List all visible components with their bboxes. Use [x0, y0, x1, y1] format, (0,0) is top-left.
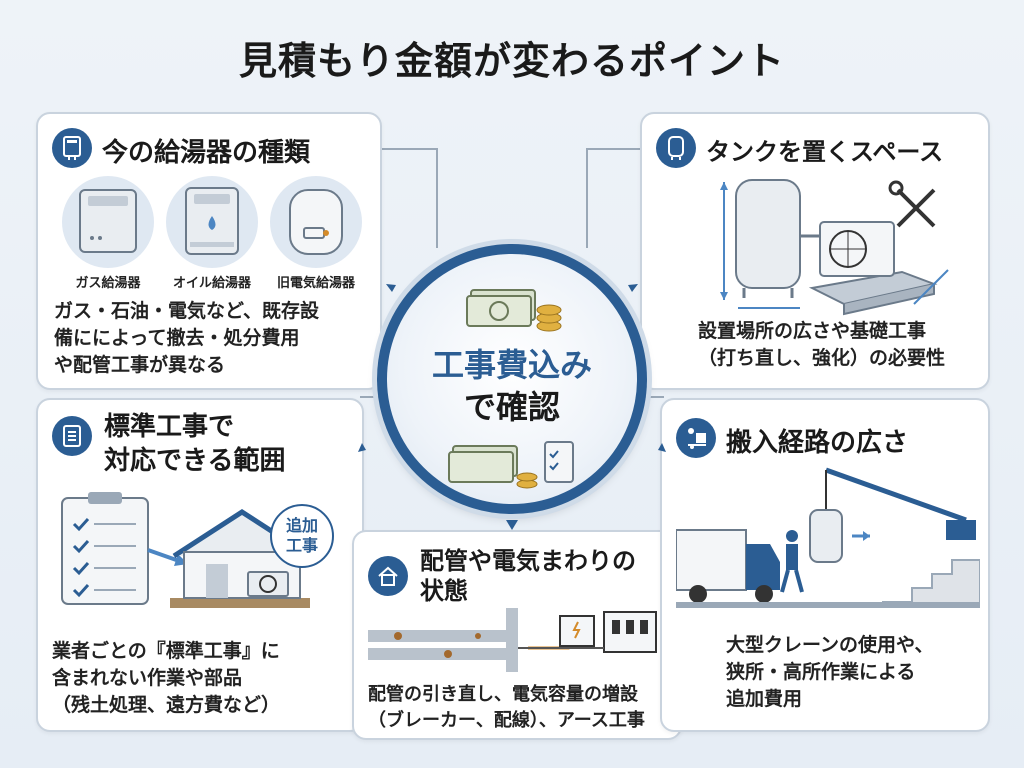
- connector-top-left-v: [436, 148, 438, 248]
- water-heater-icon: [63, 136, 81, 160]
- connector-mid-left: [360, 396, 380, 398]
- heater-label-gas: ガス給湯器: [75, 276, 141, 291]
- coin-stack-icon: [536, 304, 562, 332]
- center-line1: 工事費込み: [431, 346, 592, 384]
- panel-delivery-route: 搬入経路の広さ 大型クレーンの使用や、 狭所・高所作業による 追加費用: [660, 398, 990, 732]
- checklist-icon: [63, 425, 81, 447]
- connector-top-left: [380, 148, 438, 150]
- piping-heading: 配管や電気まわりの 状態: [420, 547, 636, 605]
- tank-icon: [735, 179, 801, 298]
- tank-space-heading: タンクを置くスペース: [706, 138, 944, 166]
- worker-icon: [780, 530, 804, 593]
- heater-label-oil: オイル給湯器: [172, 276, 251, 291]
- dolly-badge: [676, 418, 716, 458]
- oil-heater-icon: [185, 187, 239, 255]
- clipboard-icon: [544, 441, 574, 483]
- water-heater-badge: [52, 128, 92, 168]
- heater-type-heading: 今の給湯器の種類: [102, 138, 311, 168]
- piping-body: 配管の引き直し、電気容量の増設 （ブレーカー、配線）、アース工事: [368, 684, 645, 731]
- tank-illustration: [720, 179, 949, 316]
- delivery-route-heading: 搬入経路の広さ: [726, 428, 909, 458]
- delivery-illustration: [676, 467, 980, 608]
- breaker-panel-icon: [559, 611, 657, 653]
- house-badge: [368, 556, 408, 596]
- connector-mid-right: [644, 396, 664, 398]
- tank-icon: [668, 136, 684, 160]
- page-title: 見積もり金額が変わるポイント: [238, 39, 785, 83]
- delivery-route-body: 大型クレーンの使用や、 狭所・高所作業による 追加費用: [726, 634, 934, 710]
- connector-top-right: [586, 148, 644, 150]
- house-icon: [378, 566, 398, 586]
- tank-space-body: 設置場所の広さや基礎工事 （打ち直し、強化）の必要性: [698, 320, 946, 369]
- wrench-screwdriver-icon: [888, 180, 936, 228]
- crane-icon: [825, 467, 976, 540]
- checklist-badge: [52, 416, 92, 456]
- standard-work-body: 業者ごとの『標準工事』に 含まれない作業や部品 （残土処理、遠方費など）: [52, 640, 281, 716]
- gas-heater-icon: [79, 189, 137, 253]
- tank-badge: [656, 128, 696, 168]
- electric-heater-icon: [289, 189, 343, 255]
- dolly-icon: [688, 428, 706, 449]
- truck-icon: [676, 529, 780, 603]
- panel-standard-work: 標準工事で 対応できる範囲 追加 工事 業者: [36, 398, 364, 732]
- panel-heater-type: 今の給湯器の種類 ガス給湯器 オイル給湯器 旧電気給湯器 ガス・石油・電気など、…: [36, 112, 382, 390]
- connector-top-right-v: [586, 148, 588, 248]
- heater-illustrations: [62, 176, 362, 268]
- standard-work-heading: 標準工事で 対応できる範囲: [104, 412, 286, 476]
- additional-work-bubble: 追加 工事: [270, 504, 334, 568]
- heater-label-electric: 旧電気給湯器: [276, 276, 355, 291]
- piping-illustration: [368, 608, 657, 672]
- money-stack-icon-2: [448, 441, 574, 489]
- heater-type-body: ガス・石油・電気など、既存設 備にによって撤去・処分費用 や配管工事が異なる: [54, 300, 320, 376]
- center-line2: で確認: [463, 388, 560, 426]
- panel-piping: 配管や電気まわりの 状態 配管の引き直し、電気容量の増設 （ブレーカー、配線）、…: [352, 530, 682, 740]
- money-stack-icon: [466, 289, 562, 332]
- panel-tank-space: タンクを置くスペース 設置場所の広さや基礎工事 （打ち直し、強化）の必要性: [640, 112, 990, 390]
- center-hub: 工事費込み で確認: [377, 244, 647, 514]
